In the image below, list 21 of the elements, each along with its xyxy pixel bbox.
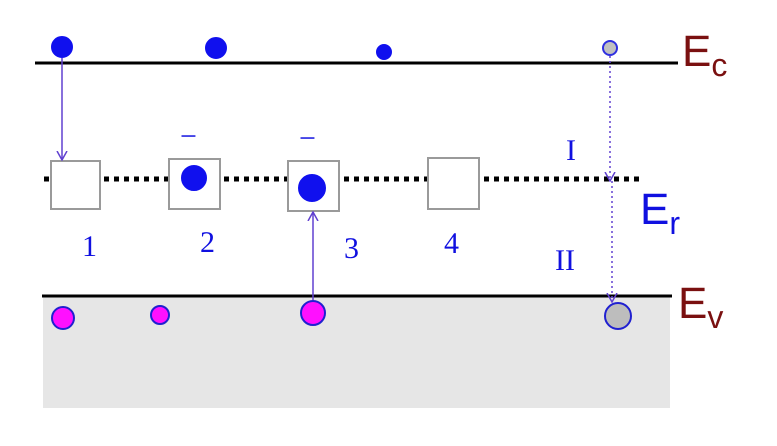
energy-level-label: E$_{v}$: [678, 282, 724, 337]
edge-label: I: [566, 136, 576, 166]
arrow: [56, 58, 68, 161]
charge-sign: −: [180, 122, 197, 152]
trap-number: 2: [200, 228, 215, 258]
charge-sign: −: [299, 124, 316, 154]
arrow: [604, 56, 616, 182]
particle-dot: [376, 44, 392, 60]
arrow: [606, 181, 618, 303]
particle-dot: [181, 165, 207, 191]
energy-level-label: E$_{r}$: [640, 188, 680, 243]
trap-number: 4: [444, 229, 459, 259]
particle-dot: [205, 37, 227, 59]
trap-number: 3: [344, 234, 359, 264]
particle-dot: [298, 174, 326, 202]
particle-dot: [602, 40, 618, 56]
particle-dot: [51, 36, 73, 58]
energy-level-label: E$_{c}$: [682, 30, 728, 85]
trap-number: 1: [82, 232, 97, 262]
arrow: [307, 211, 319, 300]
edge-label: II: [555, 246, 575, 276]
